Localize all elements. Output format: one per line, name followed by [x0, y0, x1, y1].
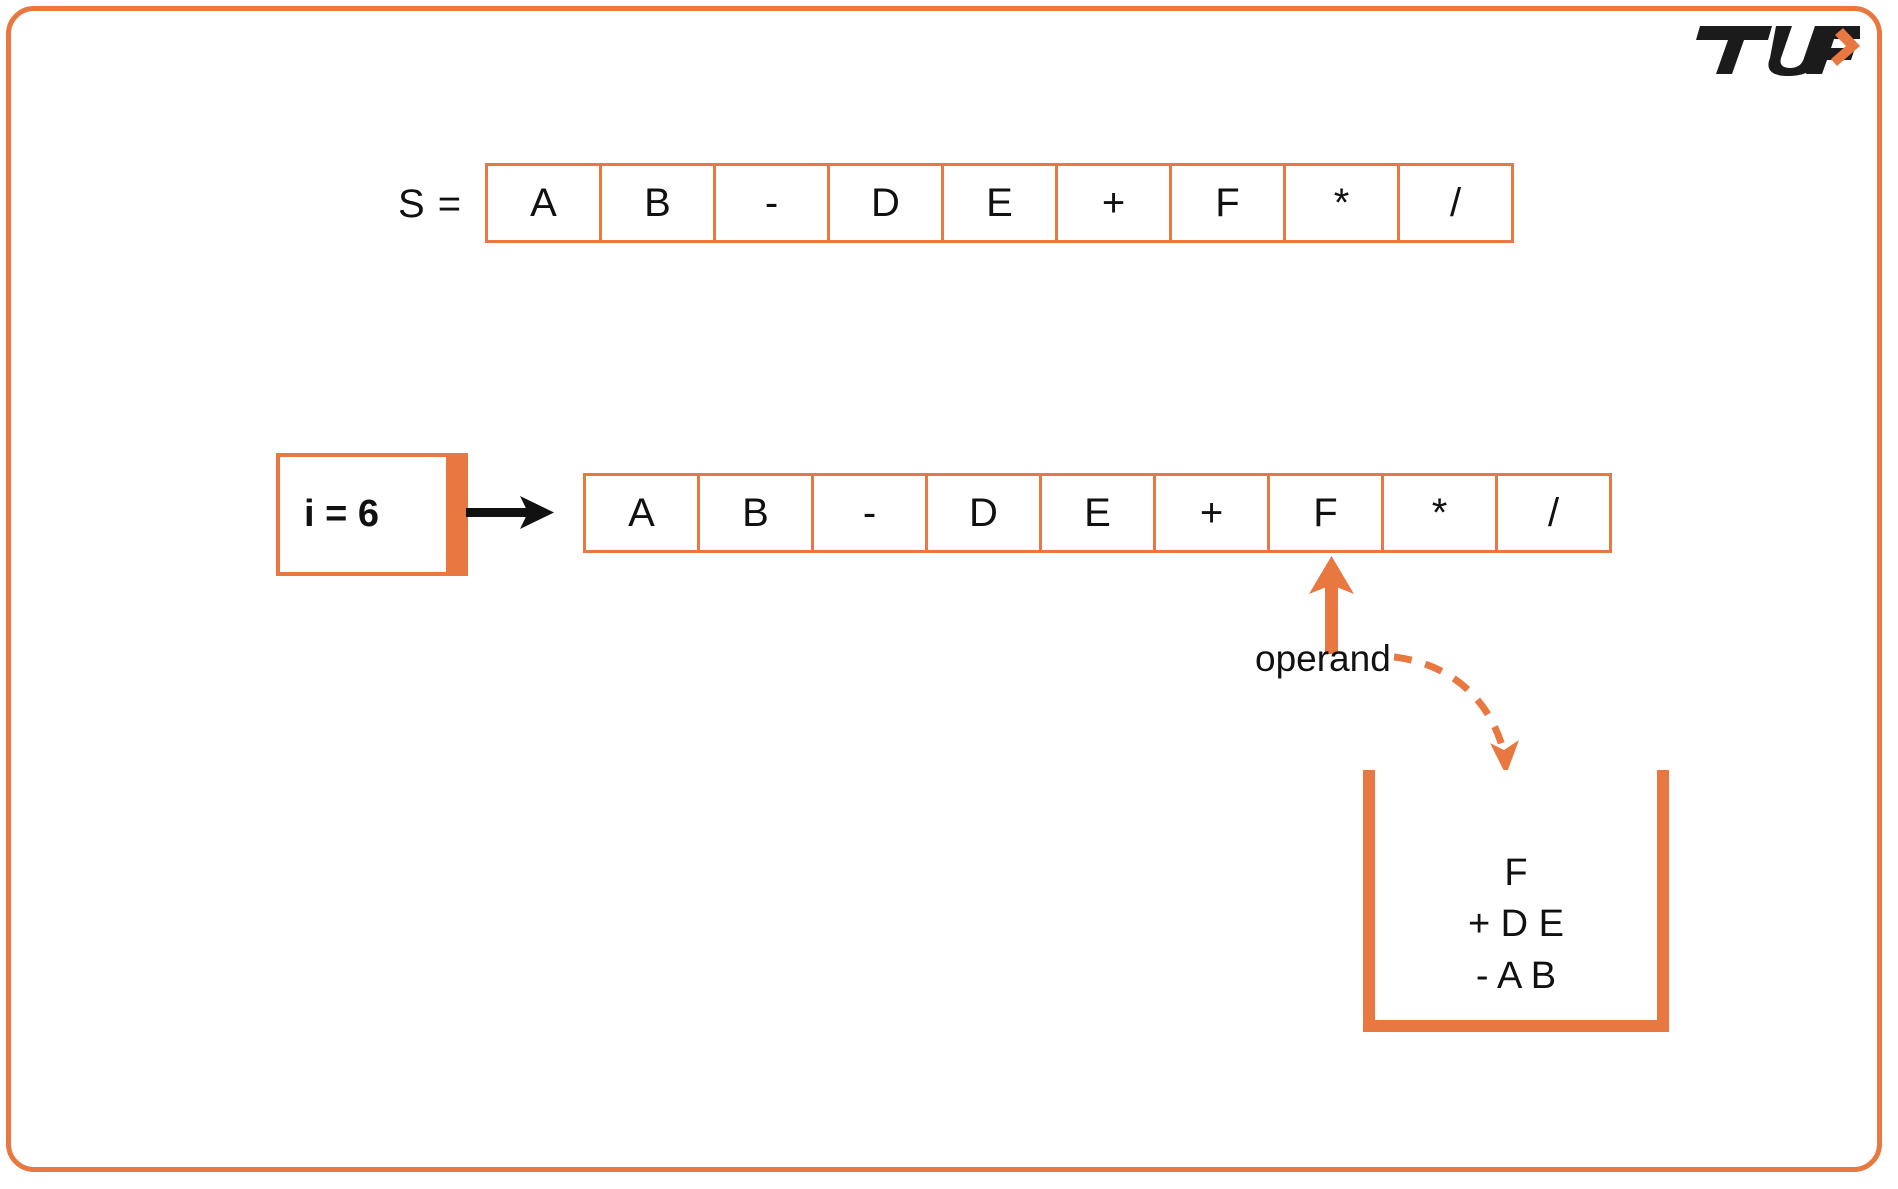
right-arrow-icon: [462, 490, 558, 536]
stack-container: F + D E - A B: [1363, 770, 1669, 1032]
array-cell: D: [925, 473, 1042, 553]
operand-label: operand: [1255, 638, 1391, 679]
array-cell: B: [599, 163, 716, 243]
array-cell: A: [485, 163, 602, 243]
tuf-logo: [1680, 18, 1865, 80]
array-cell: A: [583, 473, 700, 553]
array-cell: E: [1039, 473, 1156, 553]
expression-label: S =: [398, 182, 463, 226]
array-cell: +: [1153, 473, 1270, 553]
array-cell: /: [1397, 163, 1514, 243]
array-cell: *: [1381, 473, 1498, 553]
stack-item: - A B: [1475, 954, 1557, 997]
stack-item: F: [1504, 852, 1528, 894]
array-cell: *: [1283, 163, 1400, 243]
dashed-curved-arrow-icon: [1390, 645, 1570, 785]
array-cell: E: [941, 163, 1058, 243]
array-cell: F: [1169, 163, 1286, 243]
up-arrow-icon: [1300, 556, 1364, 656]
array-cell: /: [1495, 473, 1612, 553]
array-cell: F: [1267, 473, 1384, 553]
expression-array: A B - D E + F * /: [485, 163, 1514, 243]
stack-item: + D E: [1467, 903, 1565, 946]
array-cell: D: [827, 163, 944, 243]
array-cell: +: [1055, 163, 1172, 243]
array-cell: B: [697, 473, 814, 553]
index-pointer-label: i = 6: [304, 493, 379, 535]
index-pointer-box: i = 6: [276, 453, 468, 576]
scan-array: A B - D E + F * /: [583, 473, 1612, 553]
array-cell: -: [713, 163, 830, 243]
array-cell: -: [811, 473, 928, 553]
outer-frame: [6, 6, 1882, 1172]
